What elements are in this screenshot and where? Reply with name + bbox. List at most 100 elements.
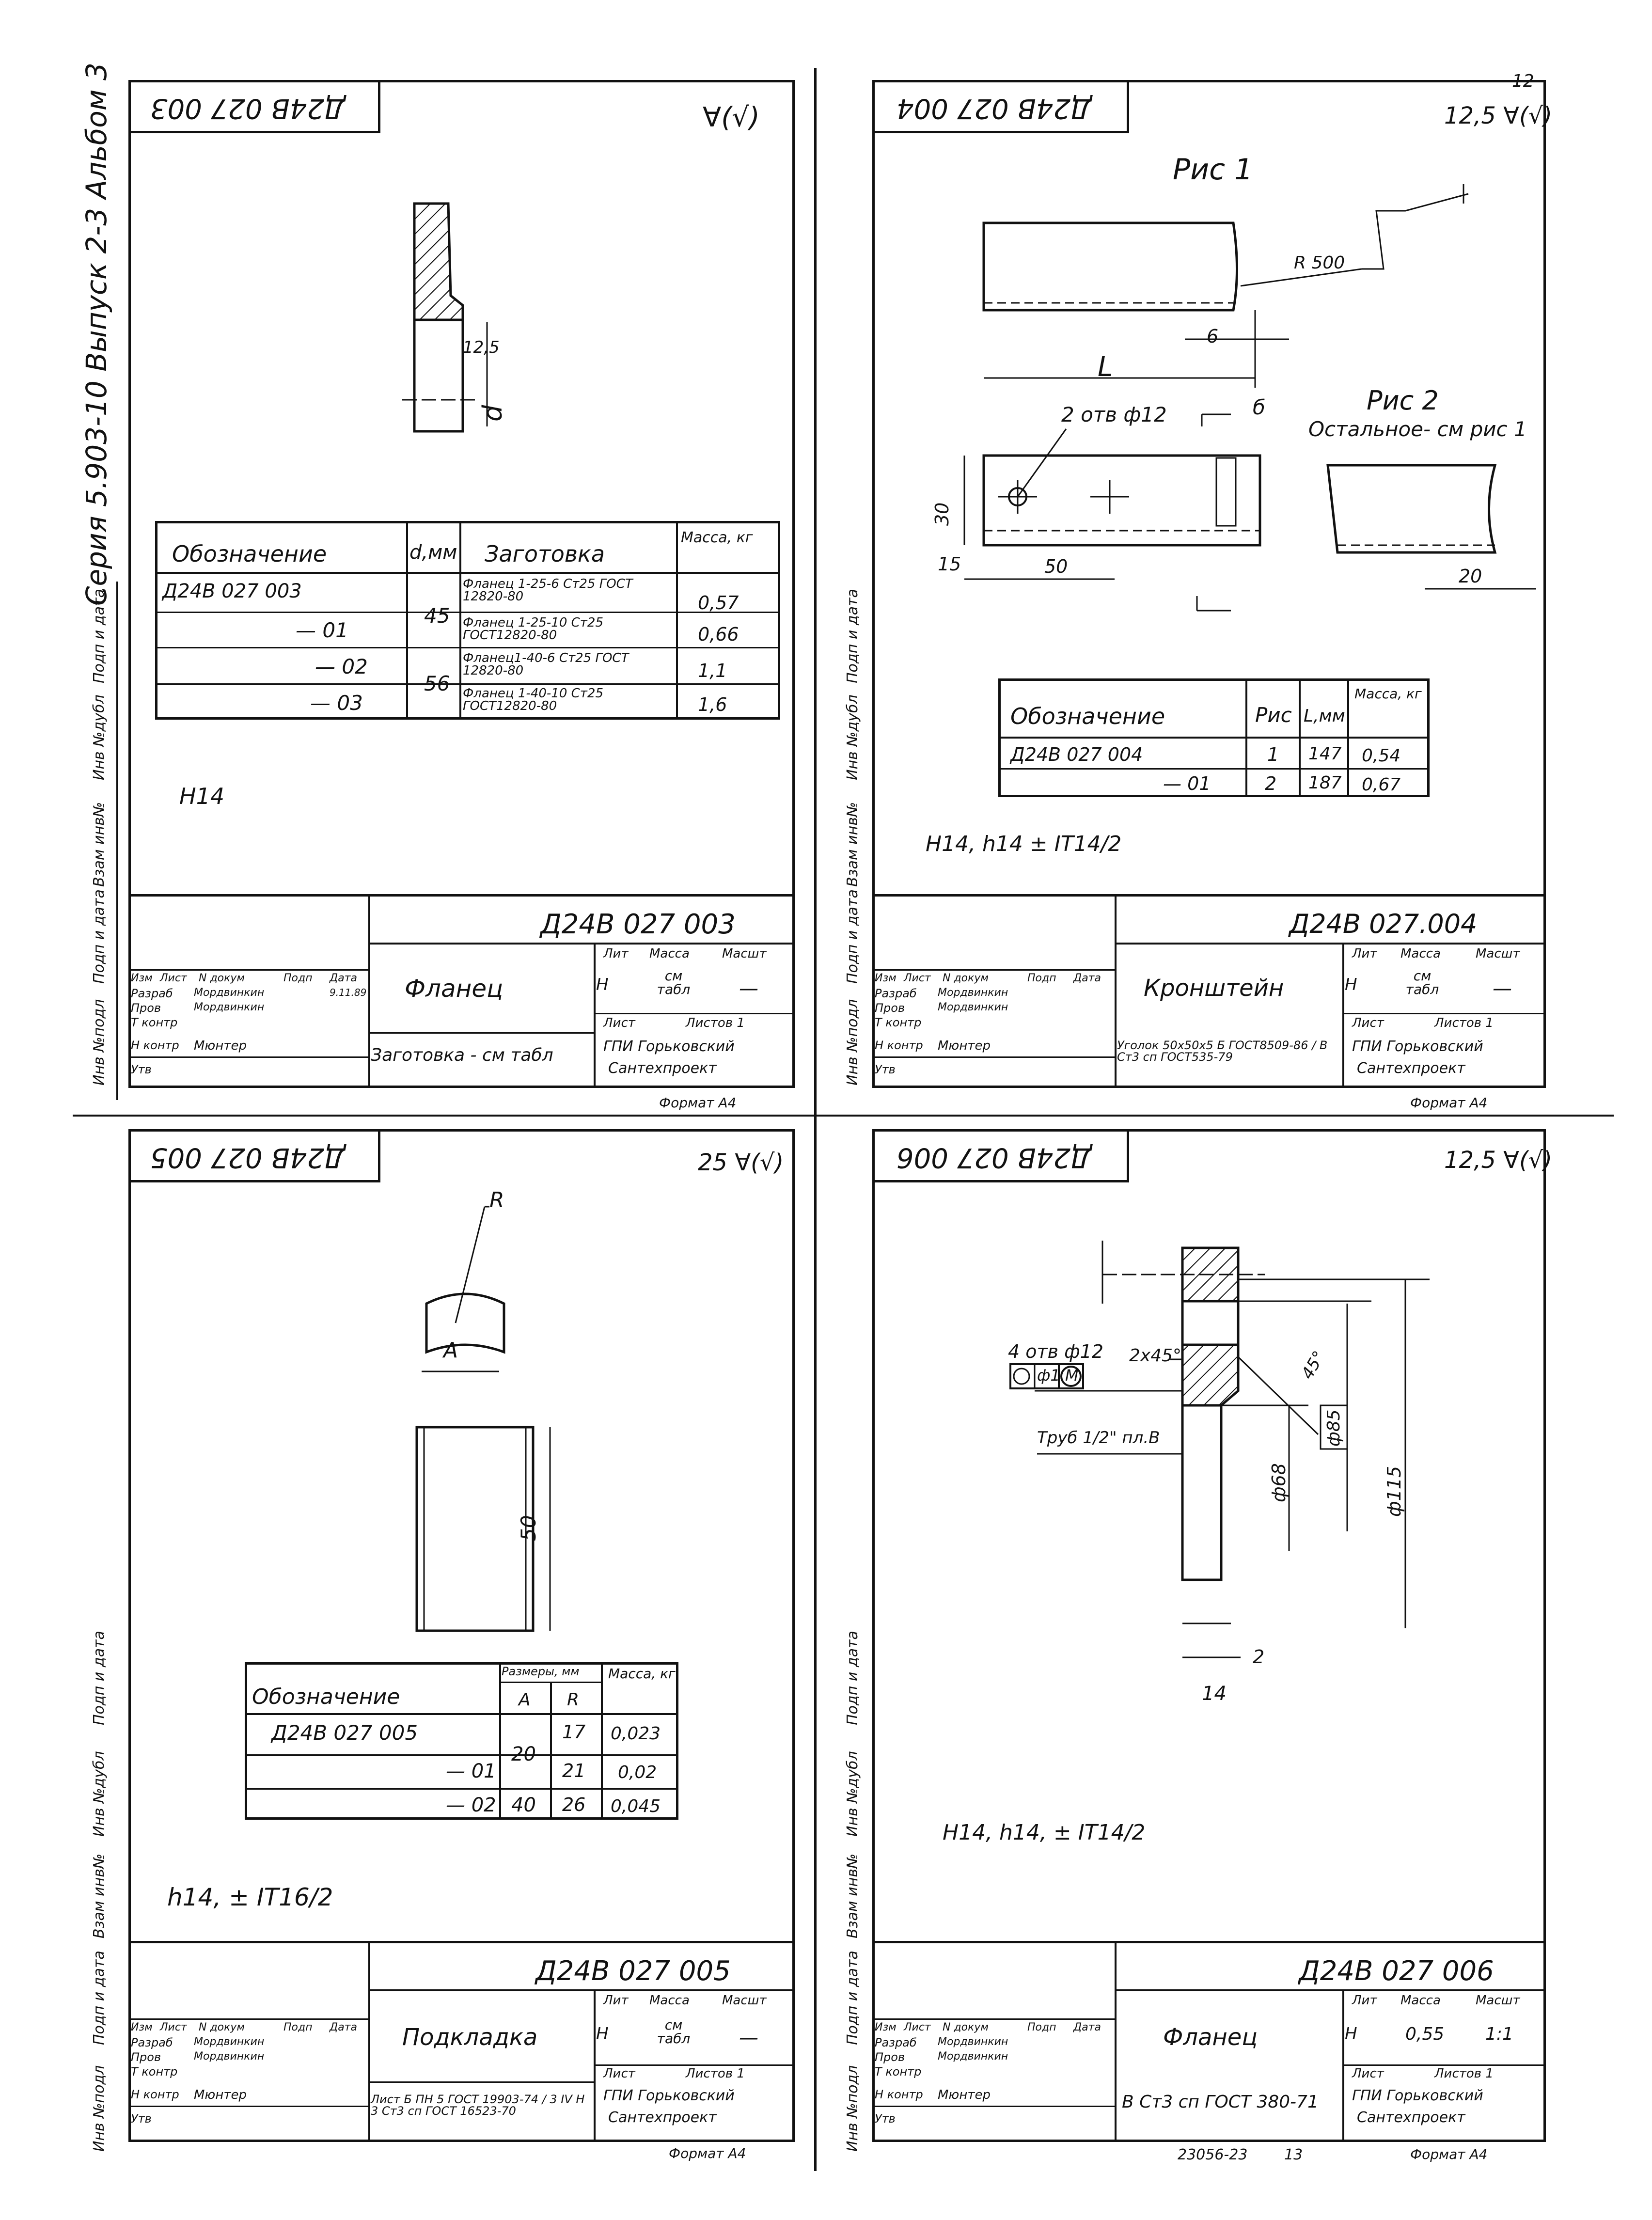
table-cell: 17 — [562, 1721, 586, 1743]
table-cell: 45 — [424, 604, 450, 628]
role-header: Дата — [1073, 2021, 1101, 2033]
roughness-local: 12,5 — [463, 338, 500, 357]
stamp-scale: — — [1493, 977, 1512, 1000]
col-header: Обозначение — [172, 541, 327, 567]
stamp-lit-header: Лит — [603, 946, 629, 961]
stamp-mass-header: Масса — [1400, 1993, 1441, 2008]
stamp-mass: 0,55 — [1405, 2024, 1445, 2044]
signer-role: Разраб — [875, 987, 917, 1000]
table-cell: 26 — [562, 1794, 586, 1815]
org-line-1: ГПИ Горьковский — [603, 2087, 735, 2104]
col-header: R — [567, 1690, 580, 1710]
table-cell: 56 — [424, 672, 450, 695]
role-header: N докум — [199, 972, 245, 984]
radius-dim: R 500 — [1294, 253, 1345, 273]
col-header: Размеры, мм — [502, 1665, 580, 1678]
table-cell: Фланец1-40-6 Ст25 ГОСТ 12820-80 — [463, 651, 629, 678]
col-header: d,мм — [409, 541, 457, 564]
table-cell: 1,6 — [698, 694, 727, 715]
signer-role: Н контр — [131, 1039, 179, 1052]
col-header: A — [519, 1690, 531, 1710]
strip-label: Подп и дата — [844, 1631, 861, 1725]
dim-2: 2 — [1253, 1646, 1265, 1668]
strip-label: Подп и дата — [844, 589, 861, 683]
signer-name: Мюнтер — [938, 2088, 991, 2102]
material: Лист Б ПН 5 ГОСТ 19903-74 / 3 IV Н 3 Ст3… — [371, 2093, 585, 2118]
strip-label: Инв №дубл — [91, 1751, 108, 1837]
format-label: Формат А4 — [669, 2145, 746, 2161]
strip-label: Подп и дата — [91, 1631, 108, 1725]
table-cell: — 01 — [296, 618, 348, 642]
signer-name: Мордвинкин — [938, 987, 1008, 999]
stamp-lit-header: Лит — [603, 1993, 629, 2008]
role-header: Изм — [875, 972, 897, 984]
org-line-2: Сантехпроект — [608, 2109, 717, 2126]
strip-label: Инв №подл — [91, 999, 108, 1086]
signer-name: Мордвинкин — [938, 2050, 1008, 2063]
signer-name: Мордвинкин — [194, 987, 265, 999]
stamp-lit: Н — [596, 2024, 609, 2044]
figure-2-note: Остальное- см рис 1 — [1308, 417, 1527, 441]
strip-label: Подп и дата — [844, 1951, 861, 2045]
role-header: Дата — [330, 972, 357, 984]
tolerance-note: H14 — [179, 783, 225, 809]
strip-label: Подп и дата — [91, 889, 108, 984]
code-box — [872, 1129, 1129, 1182]
strip-label: Инв №подл — [844, 2065, 861, 2152]
tolerance-note: H14, h14 ± IT14/2 — [926, 832, 1122, 856]
role-header: Лист — [904, 972, 931, 984]
stamp-lit-header: Лит — [1352, 1993, 1377, 2008]
figure-2-label: Рис 2 — [1367, 385, 1439, 416]
table-cell: Фланец 1-25-6 Ст25 ГОСТ 12820-80 — [463, 577, 633, 604]
org-line-1: ГПИ Горьковский — [603, 1038, 735, 1055]
table-cell: 0,02 — [618, 1763, 657, 1782]
roughness-symbol: 12,5 ∀(√) — [1444, 102, 1553, 129]
signer-name: Мюнтер — [194, 1039, 247, 1053]
stamp-mass-header: Масса — [649, 946, 690, 961]
signer-role: Разраб — [131, 2036, 173, 2049]
signer-role: Н контр — [131, 2088, 179, 2101]
strip-label: Инв №подл — [844, 999, 861, 1086]
dim-6: 6 — [1207, 326, 1219, 347]
dim-50: 50 — [517, 1515, 540, 1541]
role-header: Изм — [131, 2021, 153, 2033]
stamp-sheets: Листов 1 — [1434, 1016, 1494, 1030]
stamp-lit: Н — [1345, 975, 1357, 994]
role-header: Изм — [131, 972, 153, 984]
role-header: Подп — [283, 2021, 313, 2033]
series-label: Серия 5.903-10 Выпуск 2-3 Альбом 3 — [80, 63, 113, 606]
role-header: Дата — [1073, 972, 1101, 984]
code-rotated: Д24В 027 004 — [897, 93, 1092, 124]
strip-label: Взам инв№ — [91, 802, 108, 887]
signer-name: Мордвинкин — [194, 2036, 265, 2048]
stamp-sheets: Листов 1 — [686, 2066, 745, 2081]
material: Уголок 50х50х5 Б ГОСТ8509-86 / В Ст3 сп … — [1117, 1039, 1328, 1064]
table-cell: — 01 — [446, 1760, 496, 1782]
material: Заготовка - см табл — [371, 1045, 553, 1065]
strip-label: Инв №дубл — [91, 694, 108, 780]
strip-label: Инв №дубл — [844, 694, 861, 780]
horizontal-divider — [73, 1115, 1614, 1117]
table-cell: Д24В 027 003 — [162, 580, 302, 602]
stamp-mass-header: Масса — [649, 1993, 690, 2008]
dim-b: б — [1253, 395, 1265, 419]
stamp-sheet: Лист — [1352, 2066, 1384, 2081]
table-cell: 40 — [511, 1794, 536, 1816]
dim-20: 20 — [1459, 566, 1482, 587]
signer-role: Пров — [875, 1001, 905, 1015]
strip-label: Взам инв№ — [844, 1853, 861, 1938]
position-tolerance: ф1 — [1037, 1366, 1060, 1385]
org-line-2: Сантехпроект — [608, 1060, 717, 1077]
table-cell: 0,045 — [611, 1796, 661, 1816]
stamp-mass: см табл — [657, 2017, 691, 2047]
position-modifier: M — [1065, 1366, 1079, 1385]
format-label: Формат А4 — [1410, 1095, 1488, 1111]
col-header: L,мм — [1304, 706, 1345, 726]
stamp-sheets: Листов 1 — [686, 1016, 745, 1030]
tolerance-note: h14, ± IT16/2 — [167, 1883, 333, 1911]
chamfer-label: 2х45° — [1129, 1346, 1182, 1366]
code-box — [128, 1129, 380, 1182]
col-header: Масса, кг — [1354, 686, 1422, 702]
table-cell: 147 — [1308, 744, 1342, 764]
signer-role: Утв — [131, 2112, 152, 2126]
